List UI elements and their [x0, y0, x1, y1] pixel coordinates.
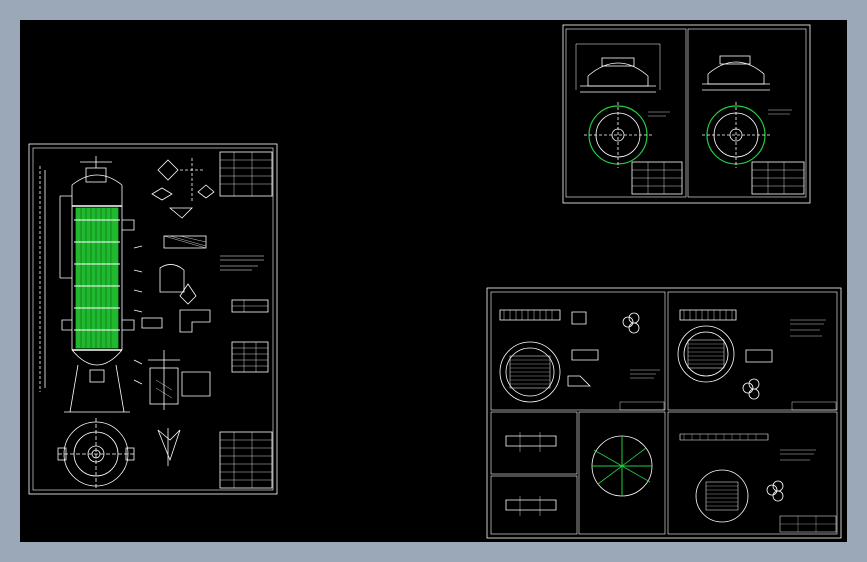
- title-block-top: [219, 151, 273, 197]
- section-details: [141, 158, 215, 466]
- cad-drawing-canvas: [20, 20, 847, 542]
- main-assembly-sheet: [28, 143, 278, 495]
- cad-drawing: [28, 24, 842, 539]
- tube-sheet-detail-sheets: [486, 287, 842, 539]
- title-block-bottom: [219, 431, 273, 489]
- technical-notes: [220, 255, 269, 373]
- tube-bundle: [72, 205, 122, 351]
- heat-exchanger-vessel: [39, 156, 143, 413]
- vessel-plan-view: [57, 418, 135, 490]
- head-detail-sheets: [562, 24, 811, 204]
